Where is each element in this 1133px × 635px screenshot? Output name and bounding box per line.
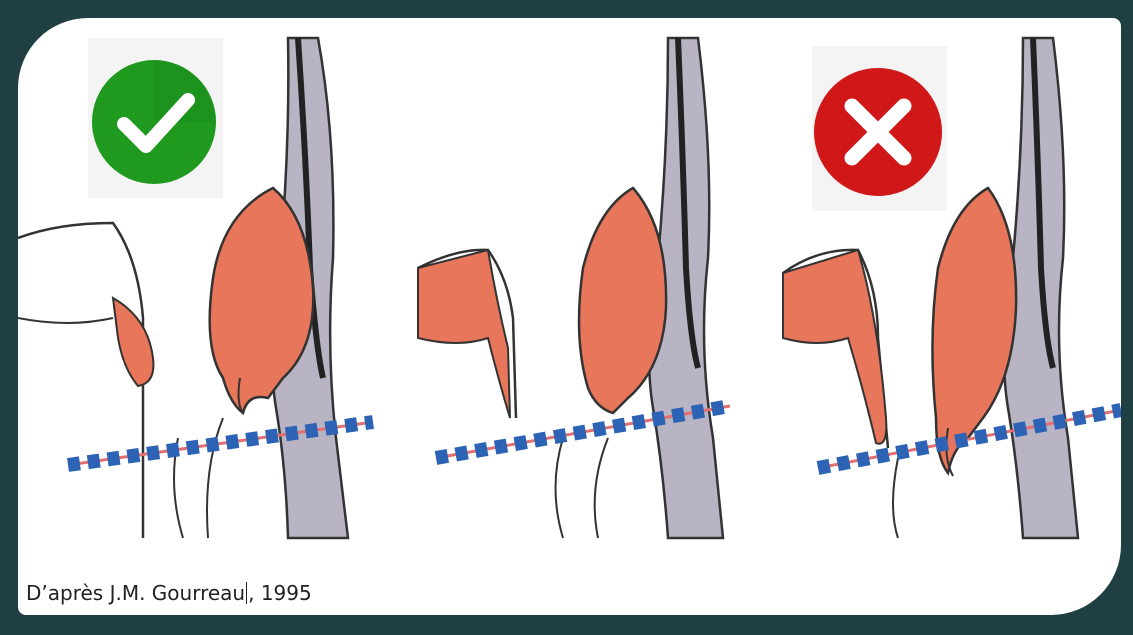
checkmark-icon	[88, 38, 223, 198]
cross-icon	[812, 46, 947, 211]
citation-text: D’après J.M. Gourreau	[26, 581, 245, 605]
slide-canvas: D’après J.M. Gourreau, 1995	[18, 18, 1121, 615]
panel-middle	[418, 38, 730, 538]
citation-caption: D’après J.M. Gourreau, 1995	[26, 581, 312, 605]
text-cursor	[246, 582, 247, 604]
citation-year: , 1995	[248, 581, 312, 605]
